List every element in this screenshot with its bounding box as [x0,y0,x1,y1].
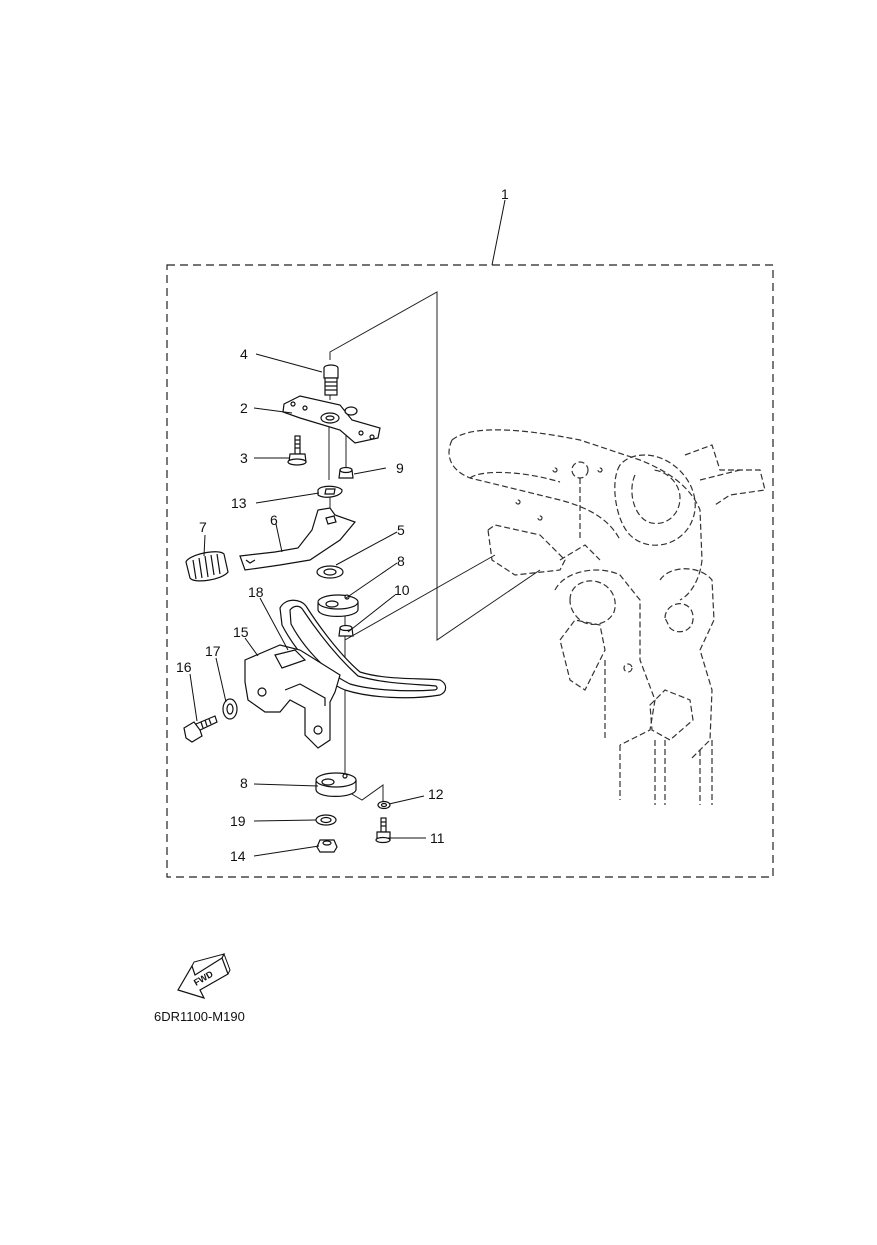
bolt-part-16 [183,715,218,743]
washer-part-5 [316,565,344,579]
bolt-part-11 [375,817,391,844]
washer-part-12 [377,800,391,810]
callout-9: 9 [396,460,404,476]
assembly-lines [328,291,541,805]
shim-part-13 [317,485,343,498]
callout-7: 7 [199,519,207,535]
callout-11: 11 [430,830,445,846]
leader-lines [189,199,506,857]
nut-part-14 [316,839,338,853]
callout-6: 6 [270,512,278,528]
collar-part-9 [338,466,354,479]
callout-8-lower: 8 [240,775,248,791]
callout-15: 15 [233,624,249,640]
bushing-part-8-lower [315,772,357,797]
callout-12: 12 [428,786,444,802]
callout-17: 17 [205,643,221,659]
swivel-bracket-reference [448,429,766,805]
callout-14: 14 [230,848,246,864]
bolt-part-3 [287,435,307,466]
callout-2: 2 [240,400,248,416]
callout-labels: 1 4 2 3 9 13 7 6 5 8 18 10 15 17 16 8 12… [176,186,509,864]
forward-direction-arrow: FWD [177,952,231,999]
lever-part-6 [239,507,357,571]
callout-13: 13 [231,495,247,511]
grip-part-7 [185,551,229,582]
pin-part-4 [323,364,339,396]
callout-8-upper: 8 [397,553,405,569]
drawing-code: 6DR1100-M190 [154,1009,245,1024]
bushing-part-8-upper [317,594,359,617]
callout-16: 16 [176,659,192,675]
callout-19: 19 [230,813,246,829]
assembly-boundary [166,264,774,878]
washer-part-17 [222,698,238,720]
plate-part-2 [282,395,381,444]
collar-part-10 [338,624,354,637]
callout-1: 1 [501,186,509,202]
callout-4: 4 [240,346,248,362]
callout-5: 5 [397,522,405,538]
callout-3: 3 [240,450,248,466]
bracket-part-15 [244,644,341,749]
callout-10: 10 [394,582,410,598]
washer-part-19 [315,814,337,826]
callout-18: 18 [248,584,264,600]
